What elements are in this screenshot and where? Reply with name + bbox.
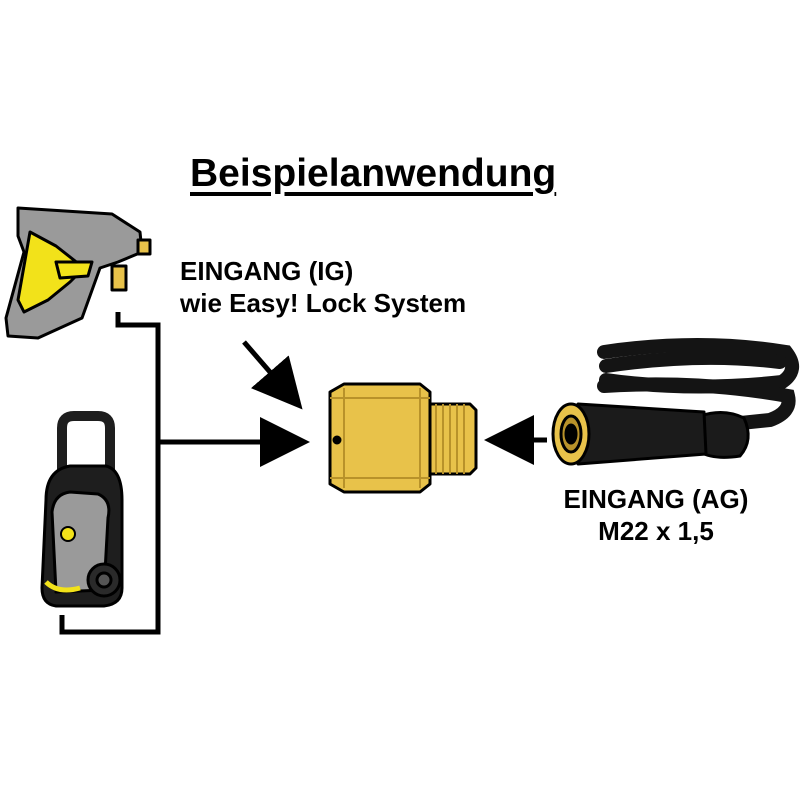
ig-pointer-arrow xyxy=(242,340,303,410)
inlet-ag-label: EINGANG (AG) M22 x 1,5 xyxy=(540,483,772,547)
inlet-ag-line1: EINGANG (AG) xyxy=(563,484,749,514)
inlet-ig-line2: wie Easy! Lock System xyxy=(180,288,467,318)
hose-icon xyxy=(551,338,799,466)
gun-connector-line xyxy=(59,312,161,635)
spray-gun-icon xyxy=(4,206,152,340)
connection-lines xyxy=(59,312,310,635)
inlet-ig-label: EINGANG (IG) wie Easy! Lock System xyxy=(180,255,466,319)
inlet-ig-line1: EINGANG (IG) xyxy=(180,256,354,286)
inlet-ag-line2: M22 x 1,5 xyxy=(598,516,714,546)
diagram-title: Beispielanwendung xyxy=(190,152,557,195)
pressure-washer-icon xyxy=(40,411,124,608)
brass-adapter-icon xyxy=(328,382,478,494)
